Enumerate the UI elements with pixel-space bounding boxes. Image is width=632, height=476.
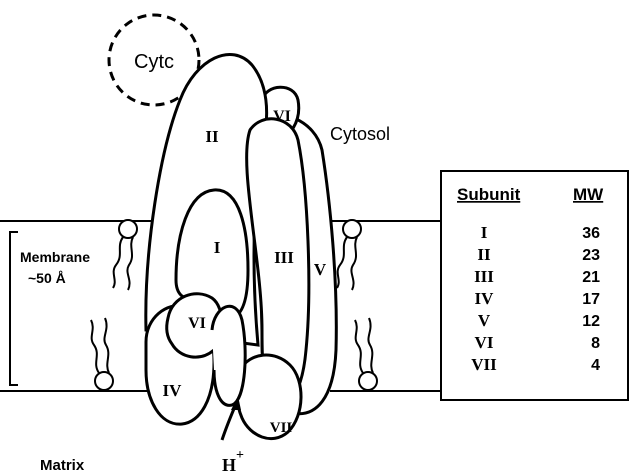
- table-row-subunit: V: [478, 311, 491, 330]
- table-row-mw: 4: [591, 357, 600, 374]
- subunit-i-label: I: [214, 238, 221, 257]
- proton-channel-loop: [212, 306, 245, 405]
- subunit-v-label: V: [314, 260, 327, 279]
- lipid-top-right: [337, 220, 361, 290]
- table-row-subunit: I: [481, 223, 488, 242]
- subunit-vii-label: VII: [270, 420, 293, 436]
- table-row-mw: 21: [582, 269, 600, 286]
- table-header-subunit: Subunit: [457, 185, 521, 204]
- proton-label: H: [222, 455, 236, 475]
- table-row-subunit: VII: [471, 355, 497, 374]
- table-row-subunit: VI: [475, 333, 494, 352]
- cytosol-label: Cytosol: [330, 124, 390, 144]
- subunit-iv-label: IV: [163, 381, 183, 400]
- subunit-mw-table: Subunit MW I 36 II 23 III 21 IV 17 V 12 …: [441, 171, 628, 400]
- table-row-mw: 8: [591, 335, 600, 352]
- lipid-bottom-left: [91, 318, 113, 390]
- table-row-subunit: IV: [475, 289, 495, 308]
- table-row-subunit: II: [477, 245, 491, 264]
- subunit-ii-label: II: [205, 127, 219, 146]
- cytc-label: Cytc: [134, 51, 174, 73]
- proton-charge-label: +: [236, 448, 244, 463]
- table-row-mw: 12: [582, 313, 600, 330]
- thickness-label: ~50 Å: [28, 270, 66, 286]
- lipid-bottom-right: [355, 318, 377, 390]
- table-header-mw: MW: [573, 185, 604, 204]
- subunit-vi-bottom-label: VI: [188, 315, 206, 332]
- matrix-label: Matrix: [40, 457, 85, 474]
- table-row-mw: 17: [582, 291, 600, 308]
- lipid-top-left: [113, 220, 137, 290]
- subunit-vi-top-label: VI: [273, 108, 291, 125]
- table-row-subunit: III: [474, 267, 494, 286]
- table-row-mw: 23: [582, 247, 600, 264]
- table-row-mw: 36: [582, 225, 600, 242]
- subunit-iii-label: III: [274, 248, 294, 267]
- membrane-thickness-bracket: [10, 232, 18, 385]
- membrane-label: Membrane: [20, 249, 90, 265]
